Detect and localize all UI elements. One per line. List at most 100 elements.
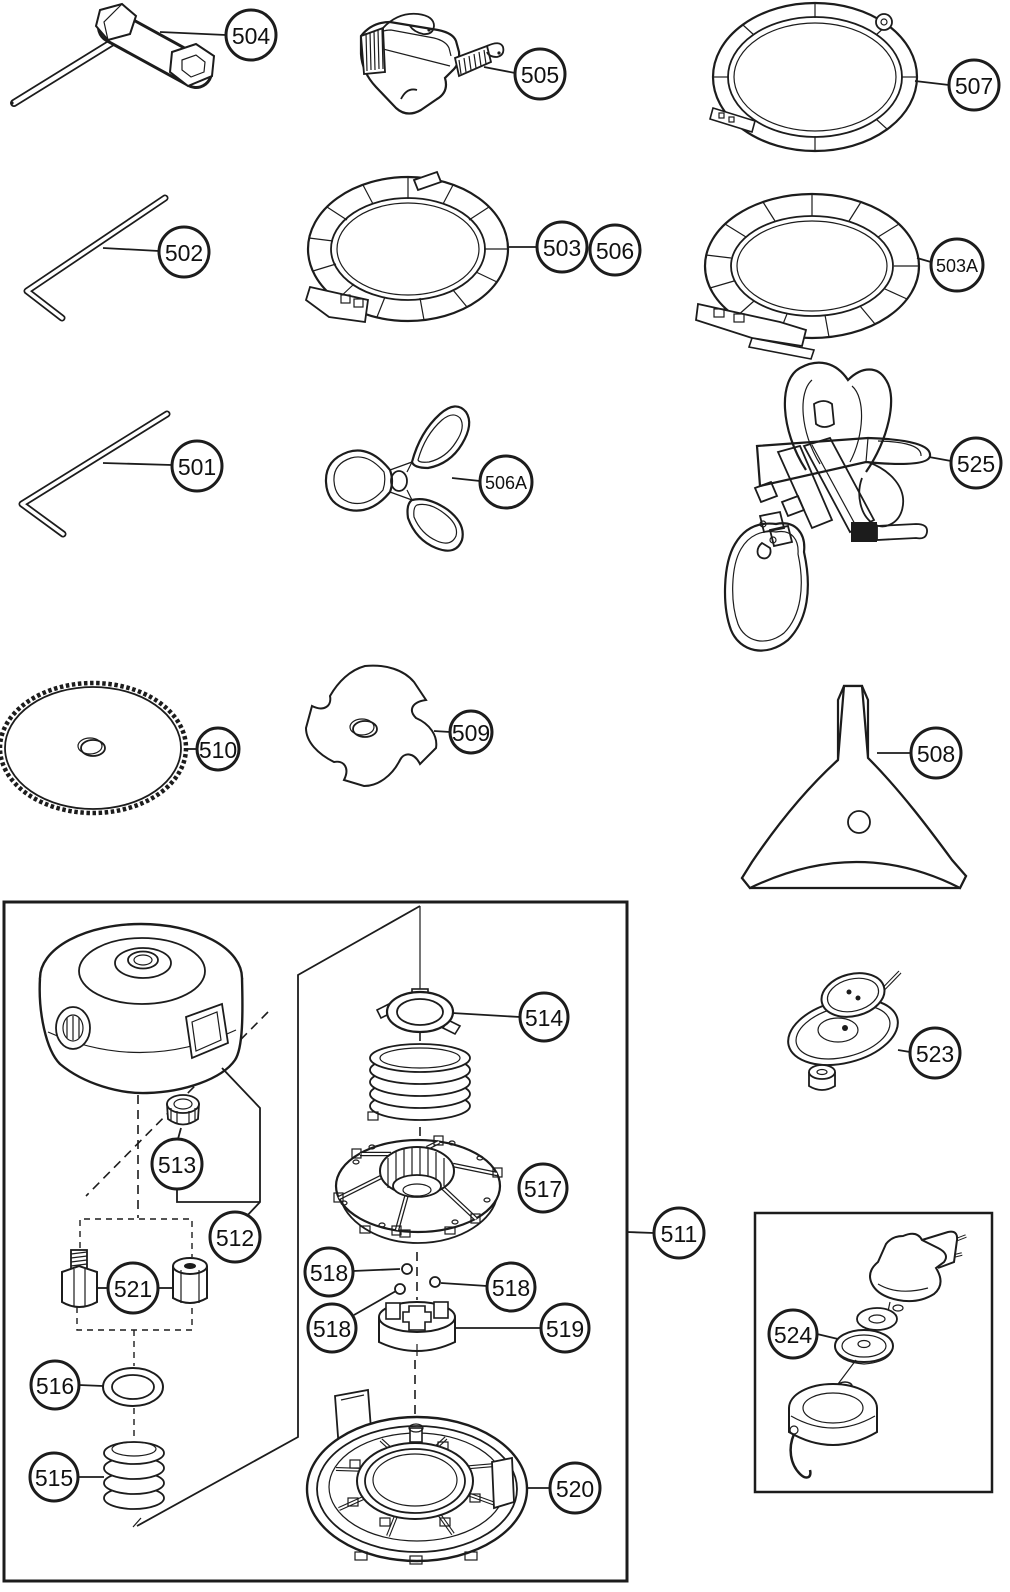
callout-503A: 503A (929, 237, 985, 293)
callout-label-505: 505 (521, 62, 559, 88)
callout-label-524: 524 (774, 1322, 813, 1348)
part-spring-small (103, 1441, 165, 1510)
callout-523: 523 (908, 1026, 962, 1080)
callout-519: 519 (539, 1302, 591, 1354)
callout-label-502: 502 (165, 240, 203, 266)
part-three-tooth-blade (740, 684, 968, 890)
callout-circle-521 (106, 1261, 160, 1315)
part-hex-wrench-large (23, 194, 169, 322)
leader-line-513 (177, 1127, 182, 1140)
accessory-box-524 (753, 1211, 994, 1494)
callout-label-509: 509 (452, 720, 490, 746)
callout-label-518c: 518 (313, 1316, 351, 1342)
callout-circle-512 (208, 1210, 262, 1264)
leader-line-509 (433, 730, 451, 733)
callout-525: 525 (949, 436, 1003, 490)
callout-506: 506 (588, 223, 642, 277)
part-three-lobe-guard (324, 405, 471, 552)
leader-line-512 (176, 1189, 260, 1203)
part-guard-ring-segmented-alt (695, 192, 921, 360)
callout-label-507: 507 (955, 73, 993, 99)
callout-label-515: 515 (35, 1465, 73, 1491)
callout-circle-502 (157, 225, 211, 279)
callout-503: 503 (535, 220, 589, 274)
part-hex-wrench-small (18, 410, 171, 538)
callout-label-511: 511 (661, 1221, 698, 1247)
leader-line-505 (483, 66, 516, 74)
leader-line-501 (102, 462, 173, 466)
callout-518c: 518 (306, 1302, 358, 1354)
callout-label-516: 516 (36, 1373, 74, 1399)
leader-line-511 (626, 1231, 655, 1234)
callout-circle-523 (908, 1026, 962, 1080)
callout-label-508: 508 (917, 741, 955, 767)
callout-520: 520 (548, 1461, 602, 1515)
callout-label-518a: 518 (310, 1260, 348, 1286)
part-safety-glasses (359, 12, 505, 115)
callout-circle-503 (535, 220, 589, 274)
part-washer (102, 1367, 164, 1407)
callout-circle-507 (947, 58, 1001, 112)
leader-line-525 (928, 456, 952, 462)
callout-516: 516 (29, 1359, 81, 1411)
callout-label-520: 520 (556, 1476, 594, 1502)
part-circular-saw-blade (0, 680, 189, 816)
part-drive-cam (378, 1301, 456, 1356)
callout-circle-514 (518, 991, 570, 1043)
callout-circle-519 (539, 1302, 591, 1354)
callout-501: 501 (170, 439, 224, 493)
callout-514: 514 (518, 991, 570, 1043)
callout-518a: 518 (303, 1246, 355, 1298)
callout-502: 502 (157, 225, 211, 279)
assembly-box-511 (2, 900, 629, 1583)
leader-line-523 (897, 1049, 911, 1053)
callout-circle-506 (588, 223, 642, 277)
leader-line-518a (352, 1268, 401, 1272)
callout-label-518b: 518 (492, 1275, 530, 1301)
callout-524: 524 (767, 1308, 819, 1360)
callout-circle-520 (548, 1461, 602, 1515)
callout-circle-513 (150, 1137, 204, 1191)
callout-512: 512 (208, 1210, 262, 1264)
callout-circle-524 (767, 1308, 819, 1360)
part-eyelet-ring (375, 988, 462, 1036)
leader-line-506A (451, 477, 481, 482)
callout-circle-505 (513, 47, 567, 101)
callout-circle-508 (909, 726, 963, 780)
callout-label-523: 523 (916, 1041, 954, 1067)
callout-circle-518b (485, 1261, 537, 1313)
part-nut (172, 1257, 208, 1304)
callout-label-513: 513 (158, 1152, 196, 1178)
callout-label-504: 504 (232, 23, 271, 49)
callout-circle-525 (949, 436, 1003, 490)
callout-label-512: 512 (216, 1225, 254, 1251)
callout-509: 509 (448, 709, 494, 755)
callout-label-510: 510 (199, 737, 237, 763)
leader-line-518c (353, 1290, 397, 1316)
callout-507: 507 (947, 58, 1001, 112)
callout-circle-518a (303, 1246, 355, 1298)
part-socket-wrench (10, 2, 216, 107)
callout-513: 513 (150, 1137, 204, 1191)
leader-line-504 (159, 31, 227, 36)
callout-circle-518c (306, 1302, 358, 1354)
part-eyelet-grommet (166, 1094, 200, 1126)
part-spring-large (367, 1043, 471, 1121)
callout-circle-509 (448, 709, 494, 755)
part-spool-disc-assembly (787, 970, 902, 1091)
callout-511: 511 (652, 1206, 706, 1260)
callout-label-506: 506 (596, 238, 634, 264)
callout-504: 504 (224, 8, 278, 62)
leader-line-524 (816, 1333, 839, 1340)
callout-circle-516 (29, 1359, 81, 1411)
part-four-tooth-blade (304, 664, 438, 788)
callout-517: 517 (517, 1162, 569, 1214)
callout-circle-503A (929, 237, 985, 293)
callout-circle-501 (170, 439, 224, 493)
callout-515: 515 (28, 1451, 80, 1503)
part-housing-cover (38, 922, 244, 1095)
part-steel-balls (394, 1263, 441, 1295)
